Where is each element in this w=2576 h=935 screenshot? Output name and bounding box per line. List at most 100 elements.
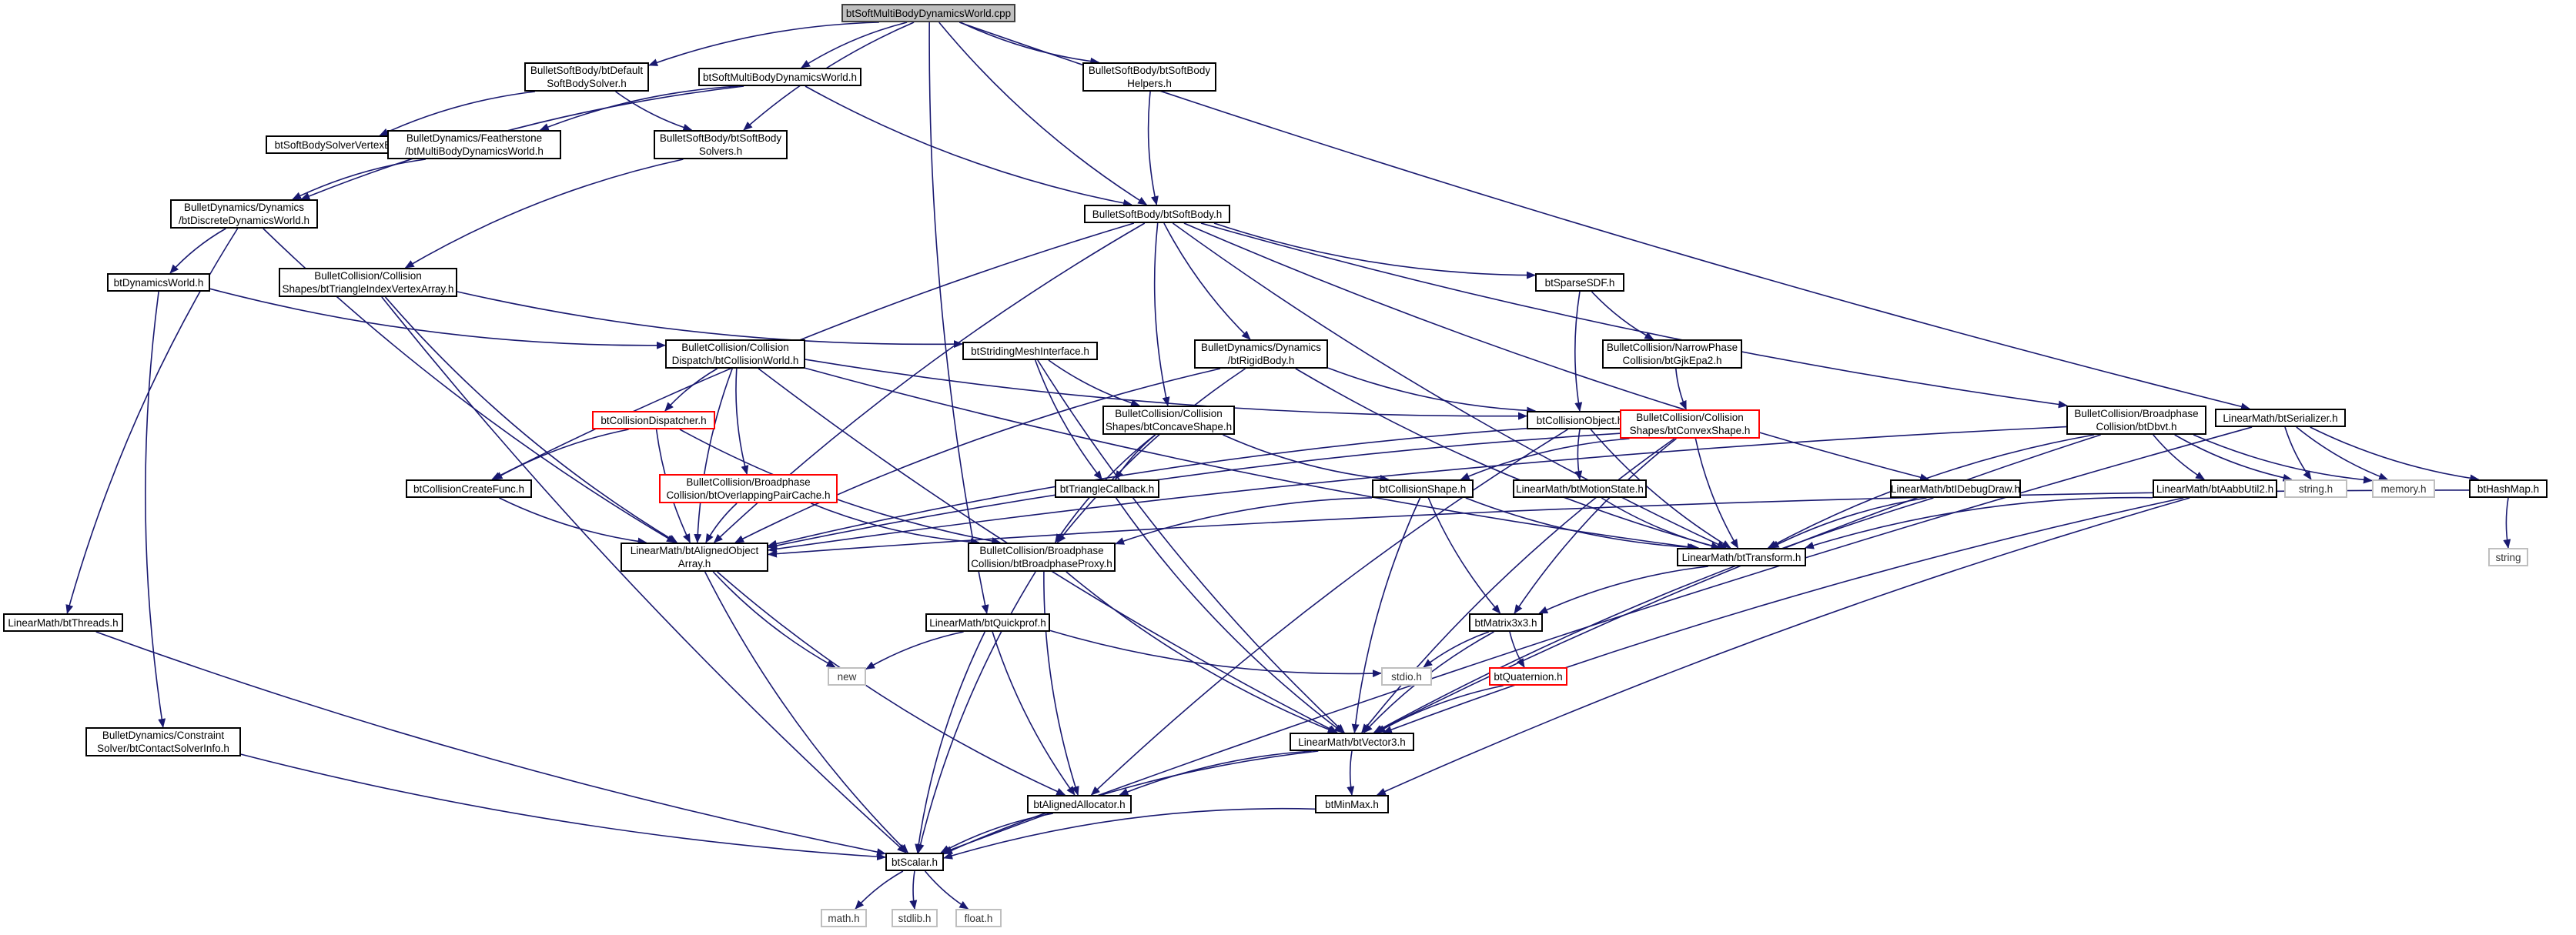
node-label-line: BulletDynamics/Dynamics (1200, 342, 1322, 353)
node-debugdraw[interactable]: LinearMath/btIDebugDraw.h (1890, 479, 2021, 498)
edge-serializer-to-hashmap (2310, 426, 2480, 483)
edge-convex-to-colshape (1460, 438, 1630, 480)
node-label-line: Dispatch/btCollisionWorld.h (671, 355, 799, 366)
node-sparsesdf[interactable]: btSparseSDF.h (1535, 273, 1624, 292)
node-label-line: LinearMath/btIDebugDraw.h (1890, 483, 2021, 495)
node-label-line: btQuaternion.h (1494, 670, 1563, 683)
edge-dbvt-to-aabbutil (2153, 434, 2206, 480)
node-label-line: BulletSoftBody/btDefault (530, 65, 644, 76)
edge-dynworld-to-colworld (209, 288, 666, 349)
node-label-line: LinearMath/btTransform.h (1681, 551, 1802, 563)
edge-quaternion-to-vector3 (1376, 685, 1504, 733)
edge-colshape-to-matrix3x3 (1427, 497, 1501, 614)
edge-root-to-softbody (938, 22, 1148, 205)
node-createfunc[interactable]: btCollisionCreateFunc.h (406, 479, 532, 498)
edge-colobject-to-alloc (1090, 429, 1568, 796)
node-label-line: string.h (2298, 483, 2333, 495)
edge-serializer-to-string_h (2284, 426, 2312, 480)
edge-smi-to-vector3 (1037, 359, 1345, 733)
node-rigidbody[interactable]: BulletDynamics/Dynamics/btRigidBody.h (1194, 339, 1328, 369)
edge-dbvt-to-vector3 (1373, 434, 2101, 733)
node-colshape[interactable]: btCollisionShape.h (1372, 479, 1474, 498)
edge-smi-to-concave (1048, 359, 1140, 407)
node-minmax[interactable]: btMinMax.h (1315, 795, 1389, 813)
edge-matrix3x3-to-stdio_h (1423, 631, 1490, 668)
node-label-line: btMatrix3x3.h (1474, 616, 1537, 629)
node-label-line: btDynamicsWorld.h (113, 276, 204, 289)
node-transform[interactable]: LinearMath/btTransform.h (1677, 548, 1806, 566)
node-label-line: Collision/btOverlappingPairCache.h (666, 489, 831, 501)
edge-tiva-to-aoa (384, 296, 678, 543)
node-aabbutil[interactable]: LinearMath/btAabbUtil2.h (2153, 479, 2277, 498)
edge-colobject-to-motionstate (1574, 429, 1583, 480)
node-label-line: BulletCollision/Collision (1115, 408, 1223, 419)
node-softbody[interactable]: BulletSoftBody/btSoftBody.h (1084, 205, 1230, 223)
node-label-line: btCollisionShape.h (1379, 483, 1467, 495)
edge-scalar-to-math_h (855, 870, 904, 910)
node-label-line: btSoftMultiBodyDynamicsWorld.cpp (845, 7, 1012, 19)
edge-aoa-to-scalar (704, 571, 909, 853)
node-label-line: Solver/btContactSolverInfo.h (97, 743, 229, 754)
node-alloc[interactable]: btAlignedAllocator.h (1027, 795, 1132, 813)
edge-convex-to-transform (1694, 438, 1739, 549)
edge-root-to-quickprof (928, 22, 989, 614)
edge-bproxy-to-vector3 (1066, 571, 1337, 733)
node-label-line: BulletDynamics/Featherstone (406, 132, 543, 144)
node-smi[interactable]: btStridingMeshInterface.h (962, 342, 1098, 360)
node-hashmap[interactable]: btHashMap.h (2469, 479, 2548, 498)
node-threads[interactable]: LinearMath/btThreads.h (3, 613, 123, 632)
node-dynworld[interactable]: btDynamicsWorld.h (107, 273, 210, 292)
edge-convex-to-aoa (768, 432, 1621, 549)
node-root[interactable]: btSoftMultiBodyDynamicsWorld.cpp (841, 4, 1015, 22)
node-label-line: btCollisionDispatcher.h (601, 414, 707, 426)
edge-alloc-to-scalar (940, 813, 1053, 853)
edge-softbody-to-debugdraw (1183, 222, 1930, 482)
node-string: string (2488, 548, 2528, 566)
node-label-line: string (2495, 551, 2521, 563)
edge-softbody-to-rigidbody (1163, 222, 1251, 340)
edge-colworld-to-colobject (805, 359, 1527, 420)
node-ddw[interactable]: BulletDynamics/Dynamics/btDiscreteDynami… (170, 199, 318, 229)
edge-quickprof-to-new (865, 631, 964, 670)
node-label-line: BulletSoftBody/btSoftBody.h (1092, 208, 1223, 220)
node-vector3[interactable]: LinearMath/btVector3.h (1290, 733, 1414, 751)
node-colobject[interactable]: btCollisionObject.h (1527, 411, 1633, 429)
edge-dbvt-to-memory_h (2193, 434, 2373, 484)
node-tricallback[interactable]: btTriangleCallback.h (1055, 479, 1159, 498)
node-quaternion[interactable]: btQuaternion.h (1489, 667, 1567, 686)
edge-softbody-to-concave (1153, 222, 1170, 406)
node-mbdw[interactable]: BulletDynamics/Featherstone/btMultiBodyD… (387, 130, 561, 159)
node-stdlib_h: stdlib.h (892, 909, 938, 927)
node-matrix3x3[interactable]: btMatrix3x3.h (1469, 613, 1543, 632)
node-smbdw_h[interactable]: btSoftMultiBodyDynamicsWorld.h (698, 68, 861, 86)
node-label-line: Shapes/btConvexShape.h (1629, 425, 1751, 436)
edge-bproxy-to-alloc (1043, 571, 1079, 796)
edge-tiva-to-smi (457, 291, 963, 349)
node-scalar[interactable]: btScalar.h (885, 853, 944, 871)
node-label-line: btSoftBodySolverVertexBuffer.h (274, 139, 420, 151)
edge-bproxy-to-scalar (916, 571, 1036, 853)
edge-concave-to-colshape (1223, 434, 1390, 483)
node-serializer[interactable]: LinearMath/btSerializer.h (2215, 409, 2346, 427)
node-motionstate[interactable]: LinearMath/btMotionState.h (1513, 479, 1647, 498)
edge-colshape-to-vector3 (1351, 497, 1421, 733)
node-label-line: LinearMath/btVector3.h (1298, 736, 1406, 748)
node-dispatcher[interactable]: btCollisionDispatcher.h (592, 411, 715, 429)
node-label-line: Shapes/btConcaveShape.h (1105, 421, 1233, 432)
edge-vector3-to-alloc (1119, 750, 1312, 796)
node-quickprof[interactable]: LinearMath/btQuickprof.h (925, 613, 1050, 632)
